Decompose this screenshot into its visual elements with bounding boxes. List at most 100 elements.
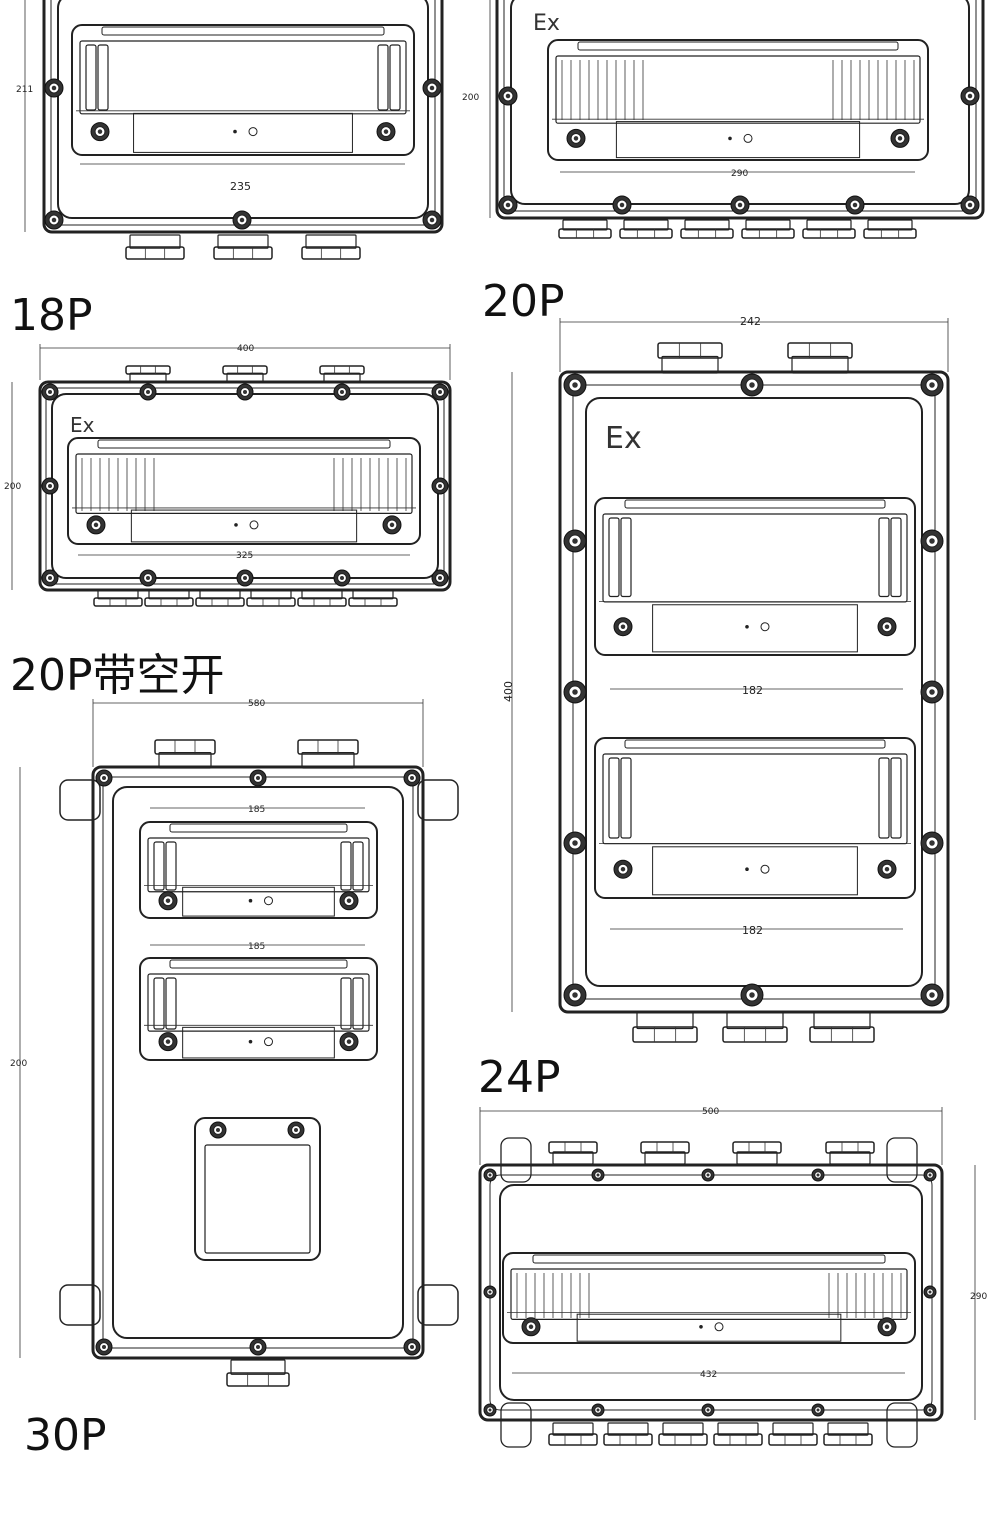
cable-gland <box>348 597 398 607</box>
din-rail <box>608 757 620 839</box>
cable-gland <box>129 234 181 249</box>
enclosure-frame <box>91 765 425 1360</box>
cover-latch-panel <box>182 886 335 917</box>
cable-gland <box>129 372 167 383</box>
bolt-icon <box>528 1324 534 1330</box>
din-rail <box>153 977 165 1030</box>
cable-gland <box>823 1433 873 1446</box>
bolt-icon <box>596 1408 600 1412</box>
dim-label-inner-width: 325 <box>236 551 253 561</box>
bolt-icon <box>48 390 52 394</box>
cable-gland <box>158 751 212 769</box>
cable-gland <box>768 1433 818 1446</box>
bolt-icon <box>929 992 935 998</box>
bolt-icon <box>346 1039 352 1044</box>
module-top-strip <box>624 499 886 509</box>
din-rail <box>85 44 97 111</box>
cable-gland <box>657 342 723 359</box>
cable-gland <box>319 365 365 375</box>
bolt-icon <box>737 202 743 208</box>
bolt-icon <box>438 390 442 394</box>
breaker-module <box>594 497 916 656</box>
bolt-icon <box>572 538 578 544</box>
bolt-icon <box>620 866 626 872</box>
bolt-icon <box>816 1173 820 1177</box>
module-window <box>75 453 413 514</box>
bolt-icon <box>929 538 935 544</box>
cable-gland <box>713 1433 763 1446</box>
bolt-icon <box>572 840 578 846</box>
cable-gland <box>640 1141 690 1154</box>
bolt-icon <box>429 217 435 223</box>
cable-gland <box>548 1433 598 1446</box>
din-rail <box>165 841 177 891</box>
dim-label-inner-width: 185 <box>248 805 265 815</box>
cable-gland <box>829 1151 871 1165</box>
dim-label-inner-width: 182 <box>742 924 763 937</box>
mounting-lug <box>886 1137 918 1183</box>
din-rail <box>97 44 109 111</box>
bolt-icon <box>706 1173 710 1177</box>
model-title-20p: 20P <box>482 276 565 327</box>
cable-gland <box>195 597 245 607</box>
din-rail <box>620 517 632 598</box>
bolt-icon <box>749 992 755 998</box>
bolt-icon <box>852 202 858 208</box>
bolt-icon <box>243 390 247 394</box>
cable-gland <box>301 589 343 600</box>
din-rail <box>340 977 352 1030</box>
module-top-strip <box>169 959 348 969</box>
module-top-strip <box>577 41 899 51</box>
cable-gland <box>732 1141 782 1154</box>
cable-gland <box>726 1011 784 1030</box>
cable-gland <box>97 589 139 600</box>
cable-gland <box>301 751 355 769</box>
cable-gland <box>213 246 273 260</box>
bolt-icon <box>383 129 389 134</box>
bolt-icon <box>505 93 511 99</box>
cable-gland <box>230 1359 286 1375</box>
bolt-icon <box>389 522 395 528</box>
cable-gland <box>246 597 296 607</box>
bolt-icon <box>51 217 57 223</box>
bolt-icon <box>48 576 52 580</box>
bolt-icon <box>410 776 414 780</box>
din-rail <box>389 44 401 111</box>
cable-gland <box>741 228 795 239</box>
cable-gland <box>644 1151 686 1165</box>
dim-label-height: 200 <box>462 93 479 103</box>
cable-gland <box>548 1141 598 1154</box>
bolt-icon <box>294 1128 298 1132</box>
module-window <box>602 753 908 845</box>
dim-label-width: 580 <box>248 699 265 709</box>
cable-gland <box>305 234 357 249</box>
bolt-icon <box>243 576 247 580</box>
din-rail <box>890 757 902 839</box>
dim-label-height: 200 <box>4 482 21 492</box>
din-rail <box>878 757 890 839</box>
breaker-module <box>139 821 378 919</box>
module-top-strip <box>624 739 886 749</box>
indicator-dot <box>745 624 749 629</box>
cable-gland <box>562 219 608 231</box>
bolt-icon <box>102 1345 106 1349</box>
cable-gland <box>125 365 171 375</box>
cable-gland <box>226 1372 290 1387</box>
cable-gland <box>684 219 730 231</box>
cover-latch-panel <box>133 112 353 153</box>
bolt-icon <box>216 1128 220 1132</box>
cable-gland <box>802 228 856 239</box>
cover-latch-panel <box>182 1026 335 1059</box>
dim-label-inner-width: 182 <box>742 684 763 697</box>
bolt-icon <box>256 1345 260 1349</box>
cable-gland <box>558 228 612 239</box>
bolt-icon <box>256 776 260 780</box>
cable-gland <box>154 739 216 755</box>
bolt-icon <box>488 1173 492 1177</box>
bolt-icon <box>573 136 579 141</box>
bolt-icon <box>505 202 511 208</box>
circuit-breaker-window <box>194 1117 321 1261</box>
bolt-icon <box>572 382 578 388</box>
key-lock-icon <box>248 127 258 137</box>
key-lock-icon <box>264 1037 273 1047</box>
